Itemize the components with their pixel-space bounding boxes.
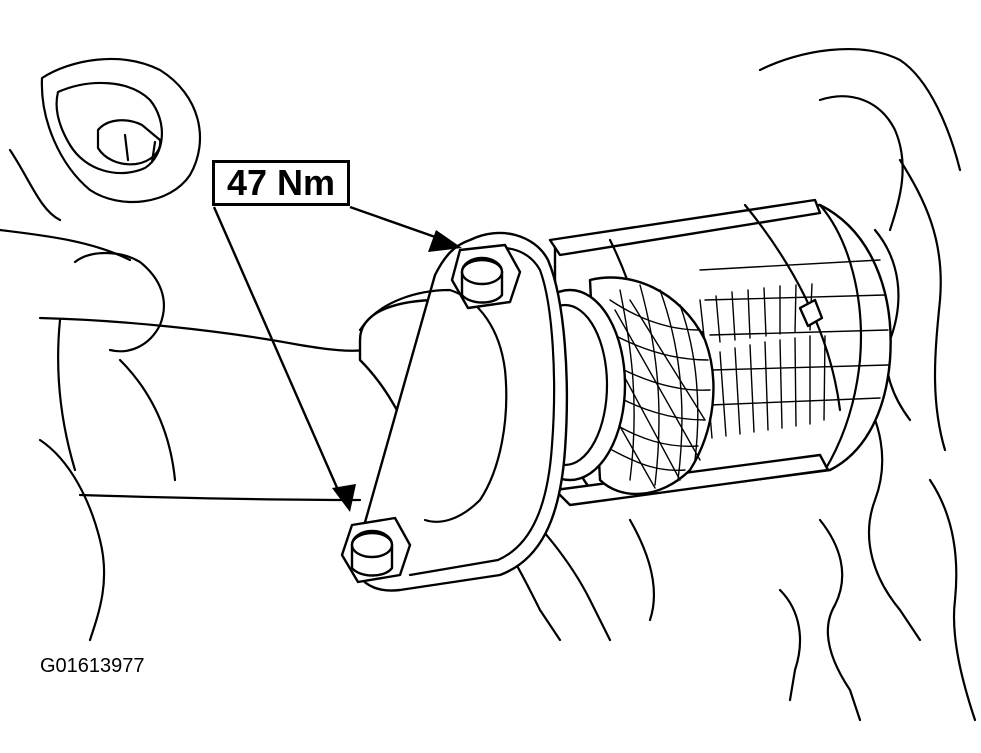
arrow-icon <box>332 484 356 512</box>
figure-id-label: G01613977 <box>40 655 145 677</box>
nut-lower-icon <box>340 516 412 584</box>
converter-ribs <box>689 259 889 441</box>
right-frame-structure <box>758 47 977 722</box>
flex-mesh-section <box>588 276 715 496</box>
exhaust-pipe <box>38 252 367 502</box>
leader-lines <box>212 205 462 512</box>
upper-left-bracket <box>0 57 202 262</box>
arrow-icon <box>428 230 462 252</box>
nut-upper-icon <box>450 243 522 310</box>
torque-callout-label: 47 Nm <box>212 160 350 206</box>
